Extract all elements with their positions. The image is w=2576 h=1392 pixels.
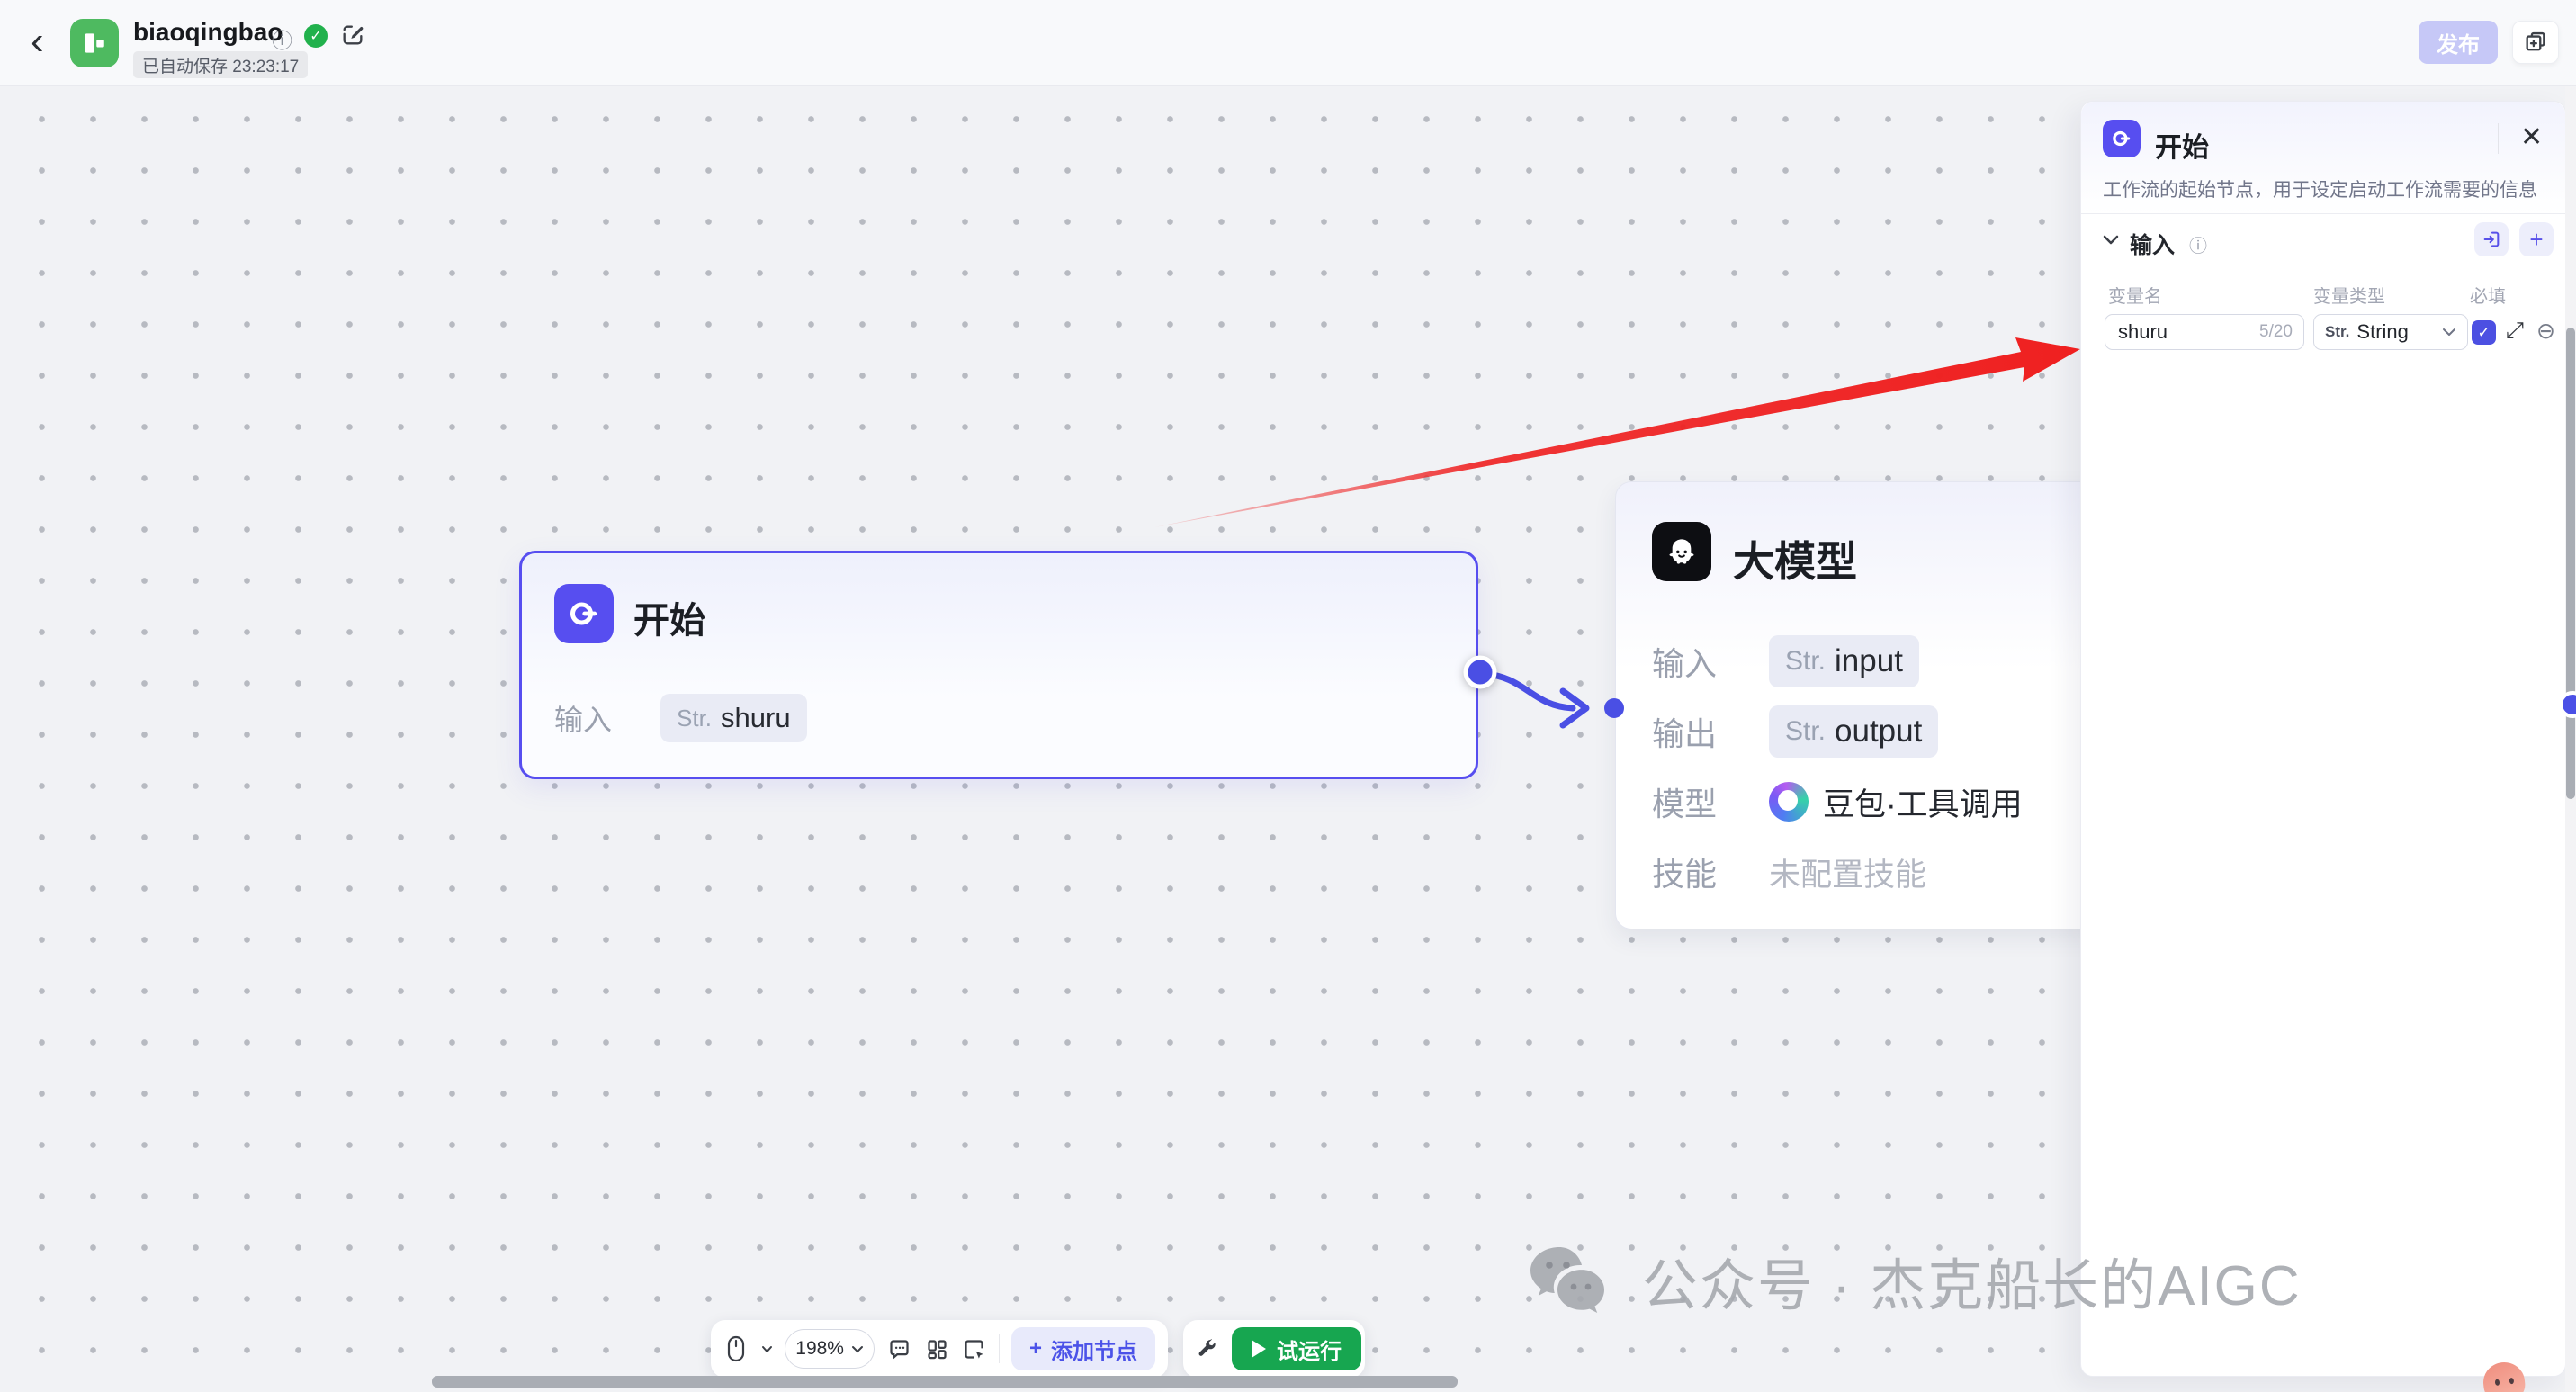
comment-button[interactable]	[886, 1334, 912, 1364]
canvas-toolbar: 198% +	[711, 1320, 1168, 1378]
variable-type-select[interactable]: Str. String	[2313, 314, 2468, 350]
type-badge: Str.	[677, 704, 713, 732]
horizontal-scrollbar-thumb[interactable]	[432, 1376, 1458, 1388]
type-badge: Str.	[2325, 323, 2350, 340]
column-header-name: 变量名	[2108, 287, 2162, 307]
zoom-select[interactable]: 198%	[785, 1329, 875, 1369]
variable-name: output	[1835, 714, 1923, 749]
chevron-down-icon	[851, 1345, 863, 1352]
watermark-text: 公众号 · 杰克船长的AIGC	[1642, 1255, 2302, 1317]
type-value: String	[2356, 320, 2409, 343]
start-input-label: 输入	[554, 704, 613, 736]
close-icon[interactable]: ✕	[2520, 122, 2544, 152]
llm-input-port[interactable]	[1604, 698, 1624, 718]
chevron-down-icon[interactable]	[2103, 235, 2119, 245]
test-run-button[interactable]: 试运行	[1232, 1327, 1361, 1370]
top-bar: ‹ biaoqingbao ⓘ ✓ 已自动保存 23:23:17 发布	[0, 0, 2576, 86]
wrench-icon[interactable]	[1196, 1334, 1219, 1364]
play-icon	[1252, 1340, 1266, 1358]
start-output-port[interactable]	[1463, 655, 1497, 689]
edge-arrowhead-icon	[1559, 687, 1590, 729]
start-node-title: 开始	[633, 601, 705, 641]
llm-skill-label: 技能	[1652, 856, 1718, 893]
power-icon	[570, 602, 597, 625]
edit-icon[interactable]	[340, 22, 365, 48]
add-node-button[interactable]: + 添加节点	[1010, 1327, 1155, 1370]
variable-name: shuru	[721, 702, 791, 733]
info-icon[interactable]: ⓘ	[2189, 237, 2207, 256]
type-badge: Str.	[1785, 716, 1827, 746]
llm-node-icon	[1652, 522, 1711, 581]
panel-description: 工作流的起始节点，用于设定启动工作流需要的信息	[2103, 180, 2537, 201]
vertical-scrollbar-thumb[interactable]	[2566, 328, 2575, 799]
watermark: 公众号 · 杰克船长的AIGC	[1525, 1240, 2302, 1321]
offscreen-node-port[interactable]	[2559, 691, 2576, 718]
chevron-down-icon[interactable]	[761, 1334, 774, 1364]
type-badge: Str.	[1785, 646, 1827, 676]
expand-icon[interactable]: ⤢	[2506, 318, 2525, 343]
minimap-button[interactable]	[961, 1334, 987, 1364]
start-node-icon	[554, 584, 614, 643]
chevron-down-icon	[2443, 328, 2455, 336]
mouse-mode-button[interactable]	[723, 1334, 749, 1364]
column-header-type: 变量类型	[2313, 287, 2385, 307]
required-checkbox[interactable]: ✓	[2472, 320, 2496, 345]
doubao-ghost-icon	[1669, 539, 1694, 564]
panel-header	[2081, 102, 2565, 213]
divider	[2498, 123, 2499, 154]
add-variable-button[interactable]: +	[2519, 222, 2554, 256]
llm-input-label: 输入	[1652, 645, 1718, 682]
start-node[interactable]: 开始 输入 Str. shuru	[519, 551, 1478, 779]
variable-name-field[interactable]: 5/20	[2105, 314, 2304, 350]
column-header-required: 必填	[2470, 287, 2506, 307]
llm-output-label: 输出	[1652, 715, 1718, 752]
variable-name: input	[1835, 643, 1903, 678]
power-icon	[2113, 130, 2131, 147]
workflow-title: biaoqingbao	[133, 18, 283, 46]
char-counter: 5/20	[2259, 322, 2293, 341]
llm-input-chip: Str. input	[1769, 635, 1919, 687]
remove-variable-icon[interactable]: ⊖	[2536, 319, 2555, 344]
publish-button[interactable]: 发布	[2419, 21, 2498, 64]
layout-grid-button[interactable]	[924, 1334, 950, 1364]
divider	[2081, 213, 2565, 214]
panel-section-input: 输入	[2130, 233, 2176, 258]
zoom-level: 198%	[795, 1338, 844, 1359]
llm-model-value: 豆包·工具调用	[1769, 779, 2023, 825]
autosave-badge: 已自动保存 23:23:17	[133, 51, 309, 78]
panel-title: 开始	[2155, 133, 2209, 163]
doubao-logo-icon	[1769, 782, 1809, 822]
variable-name-input[interactable]	[2116, 319, 2233, 345]
saved-check-icon: ✓	[304, 24, 328, 48]
start-input-chip: Str. shuru	[660, 694, 807, 742]
duplicate-window-button[interactable]	[2512, 21, 2559, 64]
start-node-config-panel: 开始 ✕ 工作流的起始节点，用于设定启动工作流需要的信息 输入 ⓘ + 变量名 …	[2080, 101, 2566, 1377]
info-icon[interactable]: ⓘ	[272, 29, 292, 52]
run-toolbar: 试运行	[1183, 1320, 1365, 1378]
divider	[999, 1334, 1000, 1363]
copy-plus-icon	[2526, 31, 2545, 51]
llm-node-title: 大模型	[1733, 538, 1857, 585]
plus-icon: +	[1028, 1336, 1042, 1361]
import-icon	[2483, 231, 2500, 247]
back-button[interactable]: ‹	[31, 19, 44, 63]
llm-output-chip: Str. output	[1769, 705, 1939, 758]
llm-skill-value: 未配置技能	[1769, 857, 1927, 893]
import-variable-button[interactable]	[2474, 222, 2509, 256]
llm-model-label: 模型	[1652, 786, 1718, 822]
app-icon	[70, 19, 119, 67]
wechat-icon	[1530, 1247, 1604, 1313]
workflow-glyph-icon	[85, 33, 104, 53]
panel-start-icon	[2103, 120, 2141, 157]
